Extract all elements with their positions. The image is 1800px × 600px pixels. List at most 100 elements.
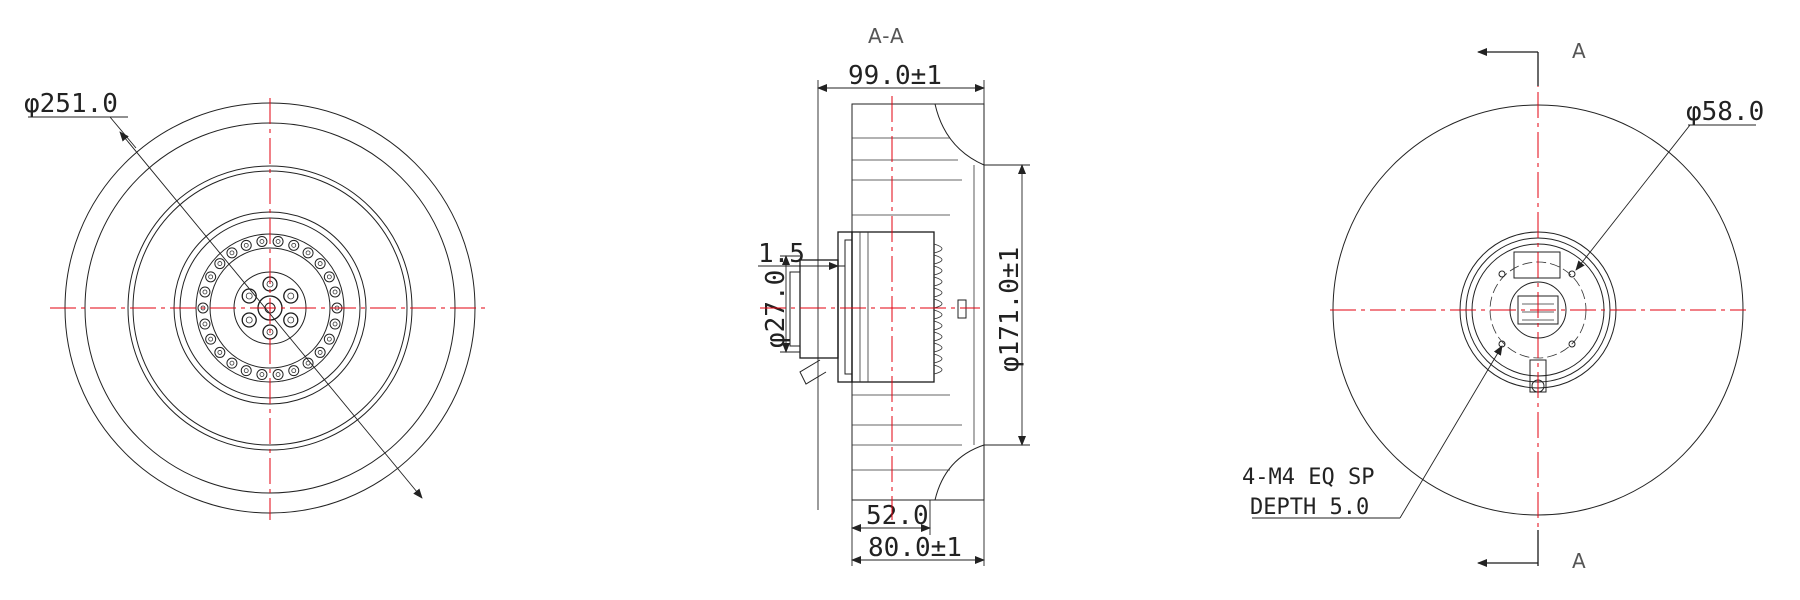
vent-hole-inner	[208, 336, 214, 342]
vent-hole	[256, 369, 268, 381]
vent-hole-inner	[317, 350, 323, 355]
mount-hole	[241, 288, 257, 304]
rear-connector-box	[1513, 251, 1561, 279]
front-dia-leader	[119, 131, 423, 499]
front-dia-leader-diag	[109, 116, 137, 149]
vent-hole	[214, 258, 226, 270]
vent-hole-inner	[275, 239, 281, 244]
motor-fin	[933, 331, 943, 342]
vent-hole	[329, 318, 341, 330]
vent-hole	[199, 318, 211, 330]
section-view: A-A 99.0±1	[758, 24, 1030, 566]
vent-hole	[314, 346, 326, 358]
shroud-top-curve	[934, 103, 985, 166]
mount-hole-inner	[287, 316, 295, 324]
vent-hole	[240, 239, 252, 251]
rear-bolt-hole	[1568, 340, 1576, 348]
motor-fins	[933, 243, 943, 375]
dim-shaft-label: φ27.0	[761, 270, 791, 348]
motor-fin	[933, 309, 943, 320]
shroud-bottom-curve	[934, 444, 985, 501]
vent-hole	[272, 235, 284, 247]
motor-rotor	[851, 231, 935, 383]
vent-hole	[256, 235, 268, 247]
section-marker-bottom-label: A	[1572, 549, 1587, 573]
vent-hole-inner	[243, 242, 249, 248]
mount-hole	[283, 312, 299, 328]
vent-hole	[314, 258, 326, 270]
mount-hole-inner	[287, 292, 295, 300]
rear-view: A A φ58.0 4-M4 EQ SP DEPTH 5.0	[1242, 39, 1764, 573]
vent-hole-inner	[291, 242, 297, 248]
vent-hole-inner	[291, 368, 297, 374]
cable-outlet	[799, 359, 827, 385]
vent-hole-inner	[275, 372, 281, 377]
motor-flange-inner	[844, 239, 853, 375]
vent-hole	[288, 365, 300, 377]
rear-bolt-hole	[1498, 270, 1506, 278]
motor-fin	[933, 298, 943, 309]
motor-fin	[933, 342, 943, 353]
shaft-plate	[789, 271, 801, 347]
vent-hole-inner	[326, 274, 332, 280]
vent-hole-inner	[202, 321, 208, 327]
motor-fin	[933, 320, 943, 331]
vent-hole-inner	[259, 372, 265, 377]
vent-hole-inner	[332, 321, 338, 327]
vent-hole	[302, 247, 314, 259]
vent-hole	[323, 333, 335, 345]
front-view: φ251.0	[24, 89, 490, 520]
vent-hole	[205, 271, 217, 283]
note-line-1: 4-M4 EQ SP	[1242, 465, 1374, 490]
motor-fin	[933, 243, 943, 254]
vent-hole-inner	[229, 250, 235, 256]
front-dia-label: φ251.0	[24, 89, 118, 119]
mount-hole-inner	[245, 316, 253, 324]
dim-inlet-label: φ171.0±1	[995, 247, 1025, 372]
vent-hole-inner	[217, 261, 223, 266]
vent-hole-inner	[305, 250, 311, 256]
dim-80-label: 80.0±1	[868, 533, 962, 563]
motor-fin	[933, 364, 943, 375]
vent-hole	[329, 286, 341, 298]
hub-dia-label: φ58.0	[1686, 97, 1764, 127]
section-marker-top-label: A	[1572, 39, 1587, 63]
note-line-2: DEPTH 5.0	[1250, 495, 1369, 520]
motor-fin	[933, 276, 943, 287]
vent-hole	[226, 247, 238, 259]
vent-hole-inner	[326, 336, 332, 342]
mount-hole-inner	[245, 292, 253, 300]
vent-hole-inner	[243, 368, 249, 374]
vent-hole	[199, 286, 211, 298]
vent-hole	[288, 239, 300, 251]
vent-hole-inner	[208, 274, 214, 280]
motor-cap	[957, 299, 967, 319]
vent-hole-inner	[317, 261, 323, 266]
hub-dia-leader	[1575, 124, 1691, 271]
dim-99-label: 99.0±1	[848, 61, 942, 91]
vent-hole	[226, 357, 238, 369]
motor-fin	[933, 254, 943, 265]
vent-hole	[240, 365, 252, 377]
shaft-stub	[799, 259, 839, 359]
vent-hole-inner	[332, 289, 338, 295]
vent-hole	[205, 333, 217, 345]
rear-bolt-hole	[1568, 270, 1576, 278]
section-title: A-A	[868, 24, 905, 48]
dim-flange-label: 1.5	[758, 239, 805, 269]
vent-hole-inner	[259, 239, 265, 244]
impeller-body	[851, 103, 985, 501]
mount-hole	[283, 288, 299, 304]
note-leader	[1399, 345, 1503, 519]
vent-hole	[214, 346, 226, 358]
dim-52-label: 52.0	[866, 501, 929, 531]
vent-hole-inner	[217, 350, 223, 355]
motor-fin	[933, 265, 943, 276]
motor-fin	[933, 353, 943, 364]
motor-fin	[933, 287, 943, 298]
vent-hole-inner	[229, 360, 235, 366]
vent-hole	[323, 271, 335, 283]
mount-hole	[241, 312, 257, 328]
vent-hole-inner	[202, 289, 208, 295]
